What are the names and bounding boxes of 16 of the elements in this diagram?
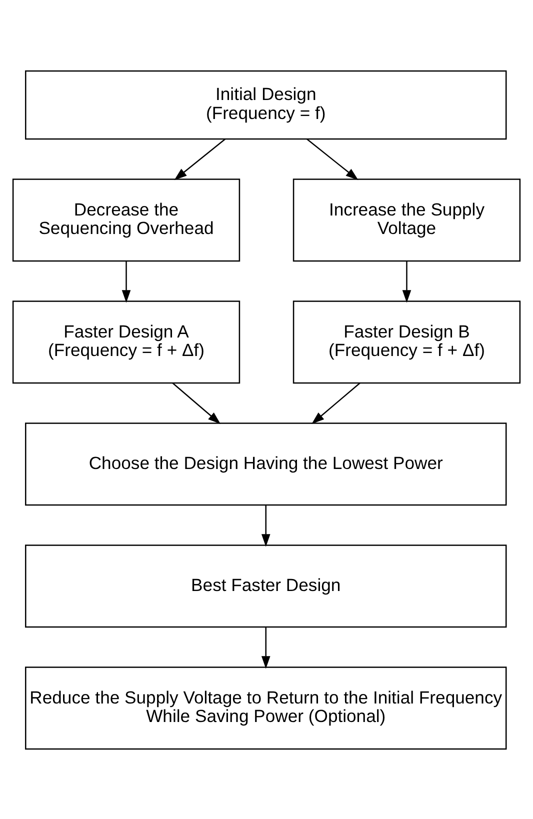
arrow (261, 626, 270, 668)
node-box: Decrease the Sequencing Overhead (12, 178, 240, 262)
arrow (312, 382, 360, 424)
arrow (261, 504, 270, 546)
node-box: Choose the Design Having the Lowest Power (25, 422, 507, 506)
arrow (122, 260, 131, 302)
node-box: Reduce the Supply Voltage to Return to the Initial Frequency While Saving Power (Optional) (25, 666, 507, 750)
arrow (172, 382, 221, 424)
arrow (402, 260, 412, 302)
node-box: Initial Design (Frequency = f) (25, 70, 507, 140)
arrow (174, 138, 226, 180)
node-box: Increase the Supply Voltage (292, 178, 521, 262)
node-box: Faster Design A (Frequency = f + Δf) (12, 300, 240, 384)
node-box: Faster Design B (Frequency = f + Δf) (292, 300, 521, 384)
arrow (306, 138, 358, 180)
node-box: Best Faster Design (25, 544, 507, 628)
